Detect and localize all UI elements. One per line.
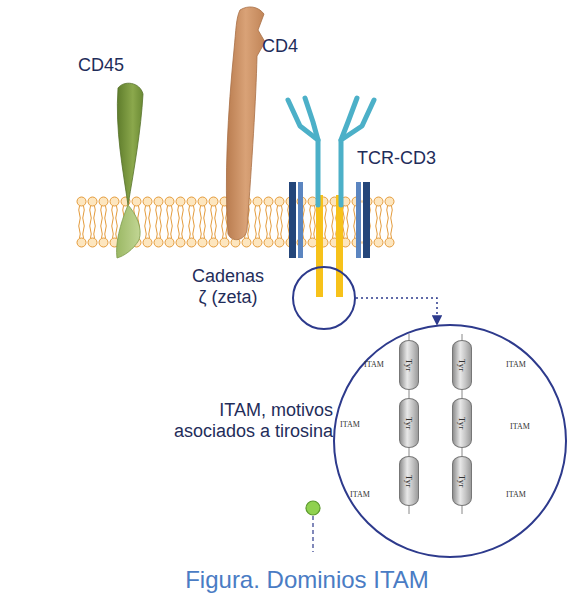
itam-tag: ITAM	[350, 490, 370, 499]
tcr-chain	[305, 98, 318, 140]
cd45-protein	[117, 83, 143, 205]
circle-outline	[334, 325, 566, 557]
tyr-cylinder: Tyr	[399, 340, 419, 390]
tyr-label: Tyr	[404, 359, 414, 371]
tyr-label: Tyr	[404, 417, 414, 429]
tyr-label: Tyr	[457, 417, 467, 429]
marker-dot	[306, 501, 320, 515]
itam-tag: ITAM	[364, 360, 384, 369]
circle-outline	[333, 324, 567, 558]
cd4-protein	[226, 7, 265, 240]
itam-tag: ITAM	[340, 420, 360, 429]
tyr-label: Tyr	[404, 475, 414, 487]
itam-tag: ITAM	[510, 422, 530, 431]
motif-label: ITAM, motivos asociados a tirosina	[143, 400, 333, 441]
cd3-chain	[356, 182, 361, 258]
chain-label: Cadenas ζ (zeta)	[188, 266, 268, 307]
cd3-chain	[363, 182, 370, 258]
zeta-zoom-circle: Cadenas ζ (zeta)	[292, 266, 356, 330]
itam-tag: ITAM	[506, 490, 526, 499]
protein-label: CD45	[78, 55, 124, 76]
tcr-chain	[341, 98, 357, 140]
tyr-label: Tyr	[457, 359, 467, 371]
itam-tag: ITAM	[506, 360, 526, 369]
cd3-chain	[298, 182, 303, 258]
cd45-protein	[117, 205, 141, 258]
tyr-cylinder: Tyr	[399, 456, 419, 506]
tyr-cylinder: Tyr	[452, 456, 472, 506]
cd3-chain	[289, 182, 296, 258]
circle-outline	[292, 266, 356, 330]
tyr-cylinder: Tyr	[399, 398, 419, 448]
tyr-cylinder: Tyr	[452, 340, 472, 390]
zeta-chain	[336, 195, 343, 297]
figure-caption: Figura. Dominios ITAM	[100, 566, 514, 594]
protein-label: TCR-CD3	[357, 148, 436, 169]
itam-detail-circle: ITAM, motivos asociados a tirosinaITAMIT…	[333, 324, 567, 558]
tyr-cylinder: Tyr	[452, 398, 472, 448]
dashed-connector	[356, 298, 437, 325]
zeta-chain	[316, 195, 323, 297]
protein-label: CD4	[262, 36, 298, 57]
tyr-label: Tyr	[457, 475, 467, 487]
leader-line	[312, 516, 313, 552]
circle-outline	[293, 267, 355, 329]
